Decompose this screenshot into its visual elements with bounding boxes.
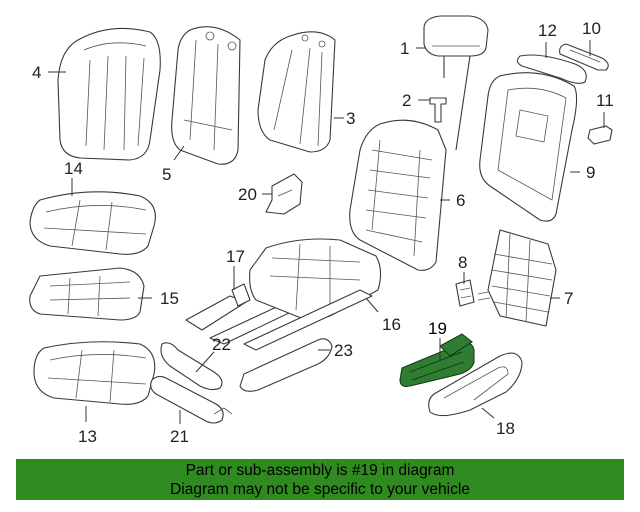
callout-21: 21 — [170, 427, 189, 446]
part-20-bracket[interactable] — [265, 173, 303, 215]
part-13-seat-cushion[interactable] — [33, 341, 156, 405]
callout-5: 5 — [162, 165, 171, 184]
part-16-seat-frame[interactable] — [243, 238, 382, 351]
part-6-backrest-frame[interactable] — [349, 119, 447, 271]
part-22-side-trim[interactable] — [160, 342, 223, 391]
banner-line-2: Diagram may not be specific to your vehi… — [170, 481, 470, 498]
part-8-small-bracket[interactable] — [455, 279, 475, 307]
part-1-headrest[interactable] — [423, 15, 489, 151]
callout-23: 23 — [334, 341, 353, 360]
callout-13: 13 — [78, 427, 97, 446]
callout-17: 17 — [226, 247, 245, 266]
callout-3: 3 — [346, 109, 355, 128]
part-19-side-cover-highlighted[interactable] — [399, 333, 475, 387]
callout-9: 9 — [586, 163, 595, 182]
callout-10: 10 — [582, 19, 601, 38]
info-banner: Part or sub-assembly is #19 in diagram D… — [16, 459, 624, 500]
callout-20: 20 — [238, 185, 257, 204]
part-10-trim[interactable] — [559, 43, 609, 71]
callout-4: 4 — [32, 63, 41, 82]
part-7-lumbar-support[interactable] — [477, 229, 557, 327]
part-9-back-panel[interactable] — [479, 72, 578, 222]
part-4-backrest-cover[interactable] — [57, 27, 161, 161]
part-3-backrest-trim[interactable] — [257, 31, 336, 153]
callout-8: 8 — [458, 253, 467, 272]
callout-15: 15 — [160, 289, 179, 308]
callout-labels: 1 2 3 4 5 6 7 8 9 10 11 12 13 14 15 16 1… — [32, 19, 614, 446]
part-5-backrest-panel[interactable] — [171, 26, 241, 165]
part-21-cover-panel[interactable] — [150, 375, 233, 424]
callout-22: 22 — [212, 335, 231, 354]
callout-14: 14 — [64, 159, 83, 178]
part-23-side-trim[interactable] — [239, 338, 333, 392]
callout-12: 12 — [538, 21, 557, 40]
callout-6: 6 — [456, 191, 465, 210]
callout-19: 19 — [428, 319, 447, 338]
callout-18: 18 — [496, 419, 515, 438]
callout-2: 2 — [402, 91, 411, 110]
part-18-side-trim-cover[interactable] — [428, 352, 523, 417]
banner-line-1: Part or sub-assembly is #19 in diagram — [185, 462, 455, 479]
callout-1: 1 — [400, 39, 409, 58]
leader-lines — [48, 40, 605, 424]
callout-11: 11 — [596, 91, 614, 110]
part-12-trim-strip[interactable] — [516, 54, 587, 84]
callout-16: 16 — [382, 315, 401, 334]
seat-parts-diagram: 1 2 3 4 5 6 7 8 9 10 11 12 13 14 15 16 1… — [29, 15, 614, 446]
part-11-clip[interactable] — [587, 125, 613, 145]
part-14-seat-cover[interactable] — [29, 191, 156, 255]
part-15-seat-pad[interactable] — [29, 267, 145, 321]
callout-7: 7 — [564, 289, 573, 308]
part-2-headrest-guide[interactable] — [429, 97, 447, 123]
